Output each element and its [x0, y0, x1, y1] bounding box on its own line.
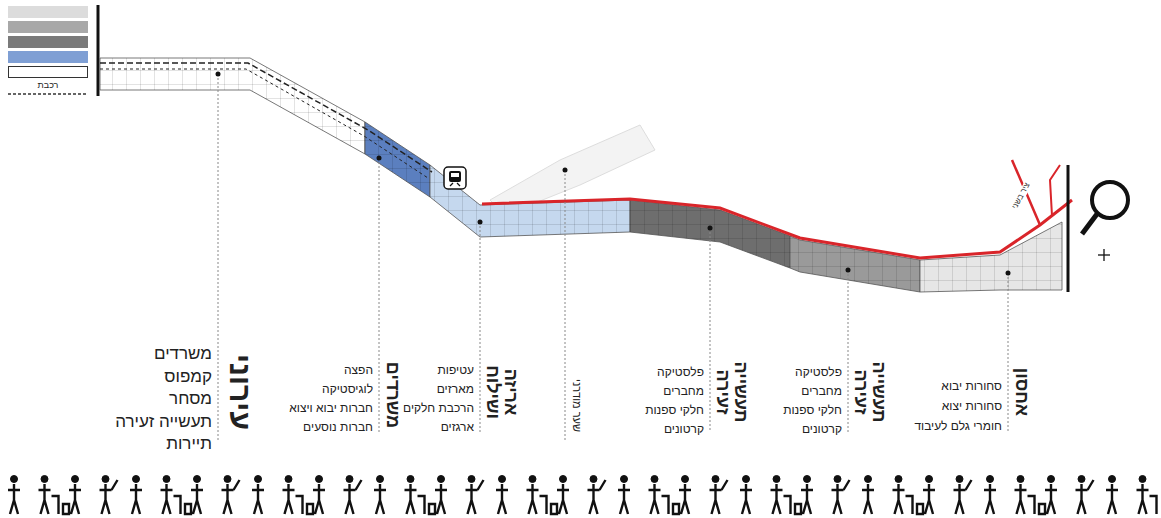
road-line	[482, 199, 1072, 258]
list-item: לוגיסטיקה	[322, 383, 373, 397]
list-item: חברות יבוא ויצוא	[289, 402, 373, 416]
list-item: תעשייה זעירה	[115, 412, 212, 432]
group-heading: משרדים	[384, 362, 402, 428]
list-item: חלקי ספנות	[645, 404, 704, 418]
group-heading: אחסון	[1013, 368, 1031, 416]
list-item: סחורות יצוא	[942, 400, 1002, 414]
list-item: קרטונים	[664, 423, 704, 437]
legend-swatches	[8, 6, 88, 94]
list-item: מחברים	[663, 385, 704, 399]
list-item: ארגזים	[441, 421, 474, 435]
list-item: תיירות	[166, 434, 212, 454]
rail-line	[100, 69, 428, 178]
legend-text: רכבת	[38, 80, 59, 90]
list-item: פלסטיקה	[795, 366, 842, 380]
start-bar	[97, 5, 100, 96]
list-item: הפצה	[344, 364, 373, 378]
magnifier-icon	[1082, 182, 1128, 261]
list-item: מארזים	[437, 383, 474, 397]
list-item: קרטונים	[802, 423, 842, 437]
list-item: חומרי גלם לעיבוד	[914, 420, 1002, 434]
leader-lines	[218, 74, 1008, 440]
list-item: הרכבת חלקים	[403, 402, 474, 416]
group-heading: אריזה ושילוח	[484, 360, 520, 424]
leader-dots	[216, 72, 1011, 276]
people-strip	[8, 476, 1157, 515]
list-item: משרדים	[154, 344, 212, 364]
group-heading: שער מודרני	[570, 379, 581, 432]
end-bar	[1067, 165, 1070, 292]
list-item: קמפוס	[164, 367, 212, 387]
list-item: עטיפות	[438, 364, 474, 378]
list-item: מסחר	[169, 389, 212, 409]
group-heading: תעשייה זעירה	[714, 360, 750, 424]
list-item: חברות נוסעים	[303, 421, 373, 435]
road-branch	[1050, 165, 1060, 216]
group-heading: תעשייה זעירה	[852, 360, 888, 424]
list-item: מחברים	[801, 385, 842, 399]
list-item: סחורות יבוא	[941, 380, 1002, 394]
list-item: חלקי ספנות	[783, 404, 842, 418]
group-heading: עירוני	[225, 354, 255, 430]
train-icon	[444, 167, 466, 189]
list-item: פלסטיקה	[657, 366, 704, 380]
rail-line	[100, 63, 432, 172]
